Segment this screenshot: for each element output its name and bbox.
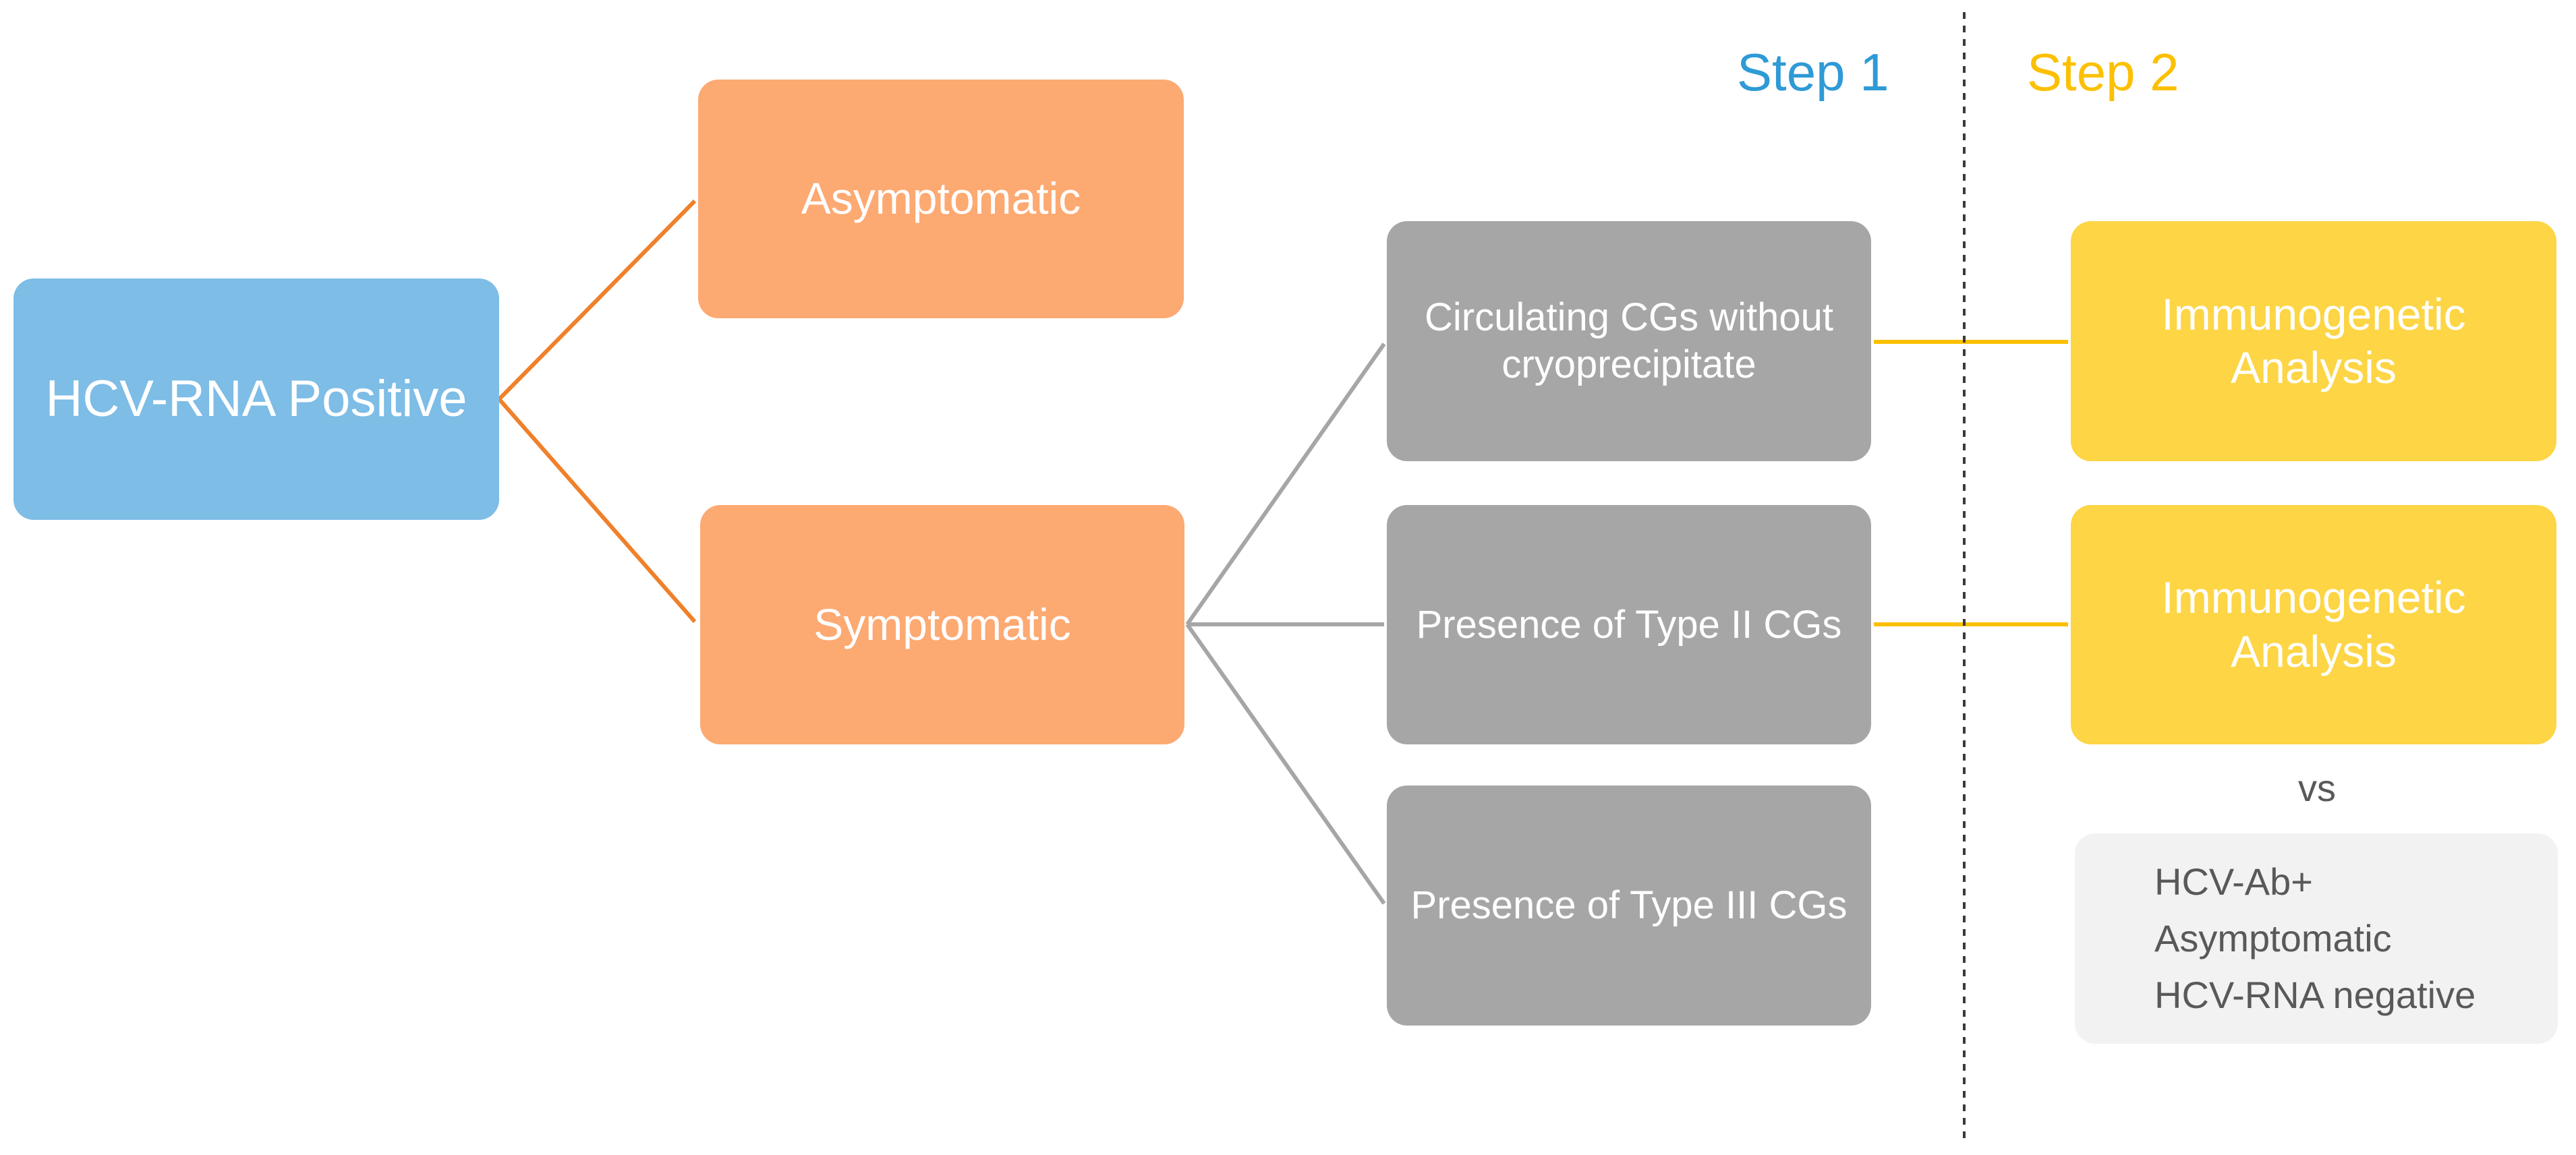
type-iii-cgs-label: Presence of Type III CGs <box>1410 883 1848 928</box>
immunogenetic-analysis-box-1: Immunogenetic Analysis <box>2071 221 2556 461</box>
control-group-line1: HCV-Ab+ <box>2154 860 2313 903</box>
connector-symptomatic-to-type-iii <box>1185 623 1386 905</box>
vs-label: vs <box>2298 767 2336 809</box>
control-group-line3: HCV-RNA negative <box>2154 974 2476 1016</box>
type-iii-cgs-box: Presence of Type III CGs <box>1387 786 1871 1026</box>
circulating-cgs-label-line1: Circulating CGs without <box>1425 295 1833 340</box>
immunogenetic-analysis-2-line2: Analysis <box>2231 626 2397 676</box>
hcv-rna-positive-label: HCV-RNA Positive <box>45 370 467 428</box>
circulating-cgs-box: Circulating CGs without cryoprecipitate <box>1387 221 1871 461</box>
symptomatic-label: Symptomatic <box>813 599 1071 649</box>
hcv-rna-positive-box: HCV-RNA Positive <box>13 278 499 520</box>
step-1-header: Step 1 <box>1737 42 1889 102</box>
connector-symptomatic-to-circulating <box>1185 343 1386 626</box>
step-2-header: Step 2 <box>2027 42 2179 102</box>
asymptomatic-label: Asymptomatic <box>801 173 1081 224</box>
symptomatic-box: Symptomatic <box>700 505 1184 744</box>
immunogenetic-analysis-2-line1: Immunogenetic <box>2161 572 2466 623</box>
immunogenetic-analysis-1-line1: Immunogenetic <box>2161 289 2466 339</box>
type-ii-cgs-box: Presence of Type II CGs <box>1387 505 1871 744</box>
immunogenetic-analysis-1-line2: Analysis <box>2231 343 2397 392</box>
connector-root-to-symptomatic <box>497 398 697 623</box>
control-group-box: HCV-Ab+ Asymptomatic HCV-RNA negative <box>2075 833 2558 1044</box>
circulating-cgs-label-line2: cryoprecipitate <box>1501 343 1756 386</box>
asymptomatic-box: Asymptomatic <box>698 80 1184 318</box>
immunogenetic-analysis-box-2: Immunogenetic Analysis <box>2071 505 2556 744</box>
connector-root-to-asymptomatic <box>497 199 697 401</box>
control-group-line2: Asymptomatic <box>2154 917 2392 959</box>
type-ii-cgs-label: Presence of Type II CGs <box>1416 602 1842 647</box>
